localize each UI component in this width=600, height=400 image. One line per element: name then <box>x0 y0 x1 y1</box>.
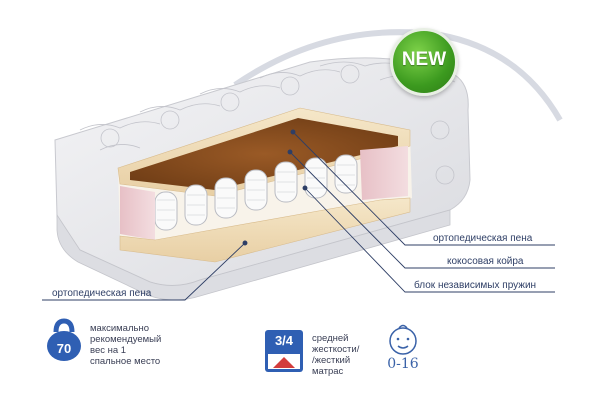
label-top-foam: ортопедическая пена <box>433 233 533 244</box>
stiffness-line-3: /жесткий <box>312 355 351 366</box>
stiffness-description: средней жесткости/ /жесткий матрас <box>312 333 359 377</box>
bottom-foam-layer <box>119 197 411 263</box>
callout-lines <box>42 129 555 301</box>
pocket-springs <box>154 154 358 231</box>
stiffness-line-1: средней <box>312 333 349 344</box>
stiffness-icon: 3/4 <box>265 330 303 372</box>
right-side-foam <box>360 146 408 200</box>
left-side-foam <box>120 186 155 240</box>
coconut-coir-layer <box>130 118 398 190</box>
label-spring-block: блок независимых пружин <box>414 280 537 291</box>
weight-line-2: рекомендуемый <box>90 334 162 345</box>
new-badge: NEW <box>390 28 458 96</box>
mattress-side <box>56 209 451 301</box>
stiffness-line-2: жесткости/ <box>312 344 360 355</box>
baby-face-icon <box>389 324 417 355</box>
weight-kettlebell-icon: 70 <box>44 318 84 362</box>
stiffness-fraction: 3/4 <box>274 333 294 348</box>
age-range: 0-16 <box>387 356 419 372</box>
new-badge-text: NEW <box>401 49 447 70</box>
stiffness-badge-icon <box>265 330 303 372</box>
age-icon: 0-16 <box>383 323 423 383</box>
label-bottom-foam: ортопедическая пена <box>52 288 152 299</box>
weight-line-1: максимально <box>90 323 149 334</box>
weight-line-4: спальное место <box>90 356 161 367</box>
weight-description: максимально рекомендуемый вес на 1 спаль… <box>90 323 161 367</box>
label-coconut-coir: кокосовая койра <box>447 256 524 267</box>
stiffness-line-4: матрас <box>312 366 344 377</box>
weight-line-3: вес на 1 <box>90 345 127 356</box>
kettlebell-icon <box>47 318 81 361</box>
max-weight-value: 70 <box>56 341 72 356</box>
